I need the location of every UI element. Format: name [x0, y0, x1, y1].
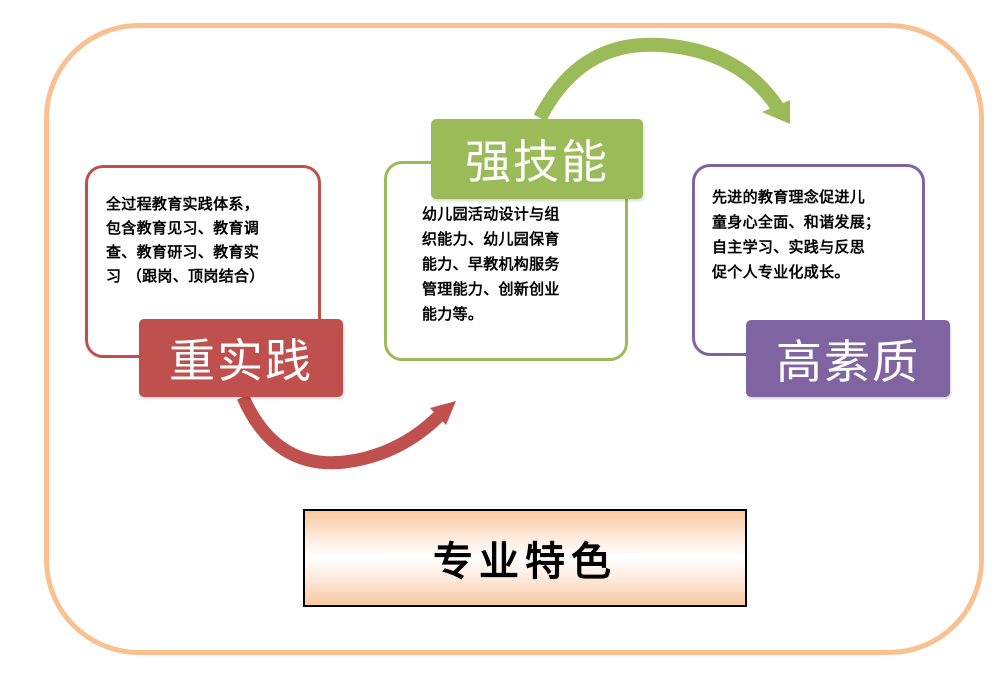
practice-label-text: 重实践	[169, 334, 313, 388]
curved-arrow-practice-to-skill-icon	[237, 394, 456, 470]
quality-label-text: 高素质	[776, 334, 920, 389]
outer-frame	[44, 23, 984, 655]
quality-label: 高素质	[746, 320, 950, 397]
skill-description: 幼儿园活动设计与组 织能力、幼儿园保育 能力、早教机构服务 管理能力、创新创业 …	[422, 205, 560, 323]
practice-label: 重实践	[139, 319, 343, 397]
practice-description: 全过程教育实践体系， 包含教育见习、教育调 查、教育研习、教育实 习 （跟岗、顶…	[106, 195, 265, 285]
feature-title: 专业特色	[433, 538, 617, 585]
curved-arrow-skill-to-quality-icon	[533, 37, 790, 124]
skill-label-text: 强技能	[465, 135, 609, 189]
feature-title-box: 专业特色	[303, 509, 747, 607]
skill-label: 强技能	[431, 119, 643, 199]
quality-description: 先进的教育理念促进儿 童身心全面、和谐发展； 自主学习、实践与反思 促个人专业化…	[712, 188, 881, 281]
